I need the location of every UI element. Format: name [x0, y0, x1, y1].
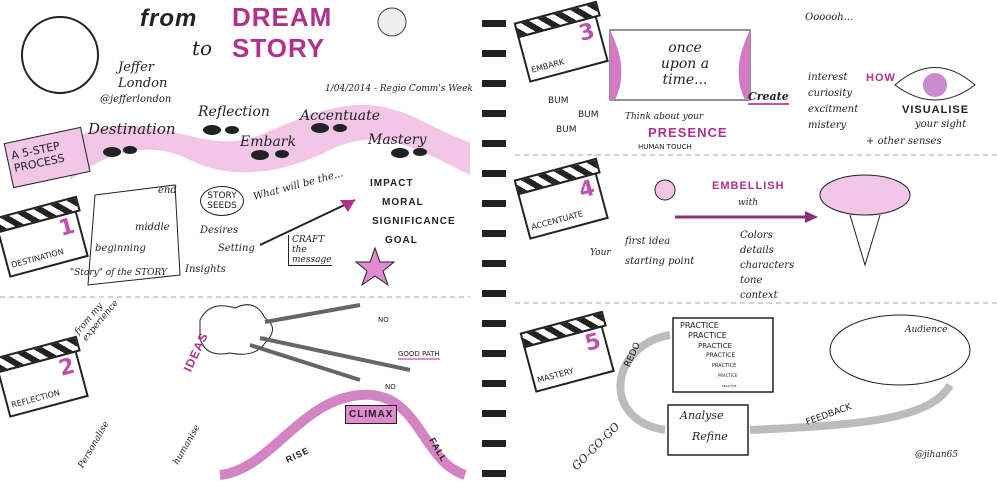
- seed-setting: Setting: [218, 243, 255, 254]
- story-seeds: STORY SEEDS: [200, 186, 244, 216]
- title-from: from: [140, 5, 198, 32]
- outcome-significance: SIGNIFICANCE: [372, 216, 456, 227]
- your: Your: [590, 248, 611, 258]
- clapper-label: MASTERY: [536, 366, 575, 385]
- visualise: VISUALISE: [902, 104, 970, 116]
- speaker-last: London: [118, 76, 168, 91]
- step-reflection: Reflection: [198, 104, 270, 120]
- good-path: GOOD PATH: [398, 350, 440, 360]
- spiral-binding: [482, 20, 506, 477]
- clapper-number: 3: [576, 18, 598, 47]
- think-about: Think about your: [625, 112, 704, 122]
- how: HOW: [866, 72, 896, 84]
- once-upon: once upon a time...: [660, 40, 710, 88]
- bouquet-icon: [819, 174, 911, 267]
- with: with: [738, 198, 758, 208]
- event-date: 1/04/2014 - Regio Comm's Week: [325, 84, 473, 94]
- refine: Refine: [692, 430, 728, 443]
- seed-insights: Insights: [185, 264, 226, 275]
- analyse-box: [667, 404, 749, 456]
- step-destination: Destination: [88, 120, 176, 138]
- create-mistery: mistery: [808, 120, 847, 131]
- create-excitment: excitment: [808, 104, 859, 115]
- speaker-first: Jeffer: [118, 60, 155, 75]
- signature: @jihan65: [915, 450, 959, 460]
- clapper-number: 4: [576, 175, 598, 204]
- no-top: NO: [378, 316, 389, 324]
- craft-message: CRAFT the message: [288, 235, 332, 266]
- item-context: context: [740, 290, 778, 301]
- title-to: to: [192, 36, 213, 60]
- climax: CLIMAX: [345, 405, 398, 424]
- paths: [249, 303, 411, 382]
- bum-3: BUM: [556, 125, 577, 135]
- process-sign: [3, 126, 91, 189]
- analyse: Analyse: [680, 409, 724, 422]
- map-middle: middle: [135, 222, 170, 233]
- presence: PRESENCE: [648, 125, 728, 140]
- clapper-number: 2: [56, 353, 78, 382]
- bum-1: BUM: [548, 96, 569, 106]
- human-touch: HUMAN TOUCH: [638, 143, 692, 151]
- create-curiosity: curiosity: [808, 88, 853, 99]
- create-interest: interest: [808, 72, 848, 83]
- map-end: end: [158, 185, 177, 196]
- oooh: Oooooh...: [805, 12, 854, 23]
- outcome-moral: MORAL: [382, 197, 424, 208]
- step-accentuate: Accentuate: [300, 108, 380, 124]
- clapper-number: 1: [56, 213, 78, 242]
- outcome-goal: GOAL: [385, 235, 418, 246]
- step-embark: Embark: [240, 134, 296, 150]
- your-sight: your sight: [915, 119, 967, 130]
- pink-road: [70, 104, 471, 180]
- step-mastery: Mastery: [368, 132, 427, 148]
- no-bottom: NO: [385, 383, 396, 391]
- first-idea: first idea: [625, 236, 671, 247]
- item-details: details: [740, 245, 774, 256]
- create: Create: [748, 90, 789, 105]
- outcome-impact: IMPACT: [370, 178, 414, 189]
- portrait: [21, 16, 99, 94]
- arrow: [259, 199, 356, 246]
- clapper-number: 5: [582, 328, 604, 357]
- map-beginning: beginning: [95, 243, 146, 254]
- climax-curve: [219, 389, 467, 480]
- starting-point: starting point: [625, 256, 695, 267]
- embellish-list: Colors details characters tone context: [740, 228, 794, 303]
- bum-2: BUM: [578, 110, 599, 120]
- footprints: [103, 123, 427, 160]
- practice-box: [672, 317, 774, 393]
- flower-icon: [654, 179, 676, 201]
- cloud: [199, 304, 273, 355]
- title-dream: DREAM: [232, 2, 333, 32]
- title-story: STORY: [232, 33, 326, 63]
- map: [87, 184, 181, 286]
- seed-desires: Desires: [200, 225, 239, 236]
- curtain-stage: [609, 29, 751, 101]
- audience: Audience: [905, 325, 948, 335]
- item-tone: tone: [740, 275, 763, 286]
- speaker-handle: @jefferlondon: [100, 94, 172, 105]
- eye-icon: [894, 67, 976, 101]
- item-characters: characters: [740, 260, 795, 271]
- star-icon: [354, 246, 396, 287]
- embellish: EMBELLISH: [712, 180, 785, 192]
- map-caption: "Story" of the STORY: [70, 268, 167, 278]
- moon: [377, 7, 407, 37]
- item-colors: Colors: [740, 230, 773, 241]
- other-senses: + other senses: [866, 136, 942, 147]
- practice-list: PRACTICE PRACTICE PRACTICE PRACTICE PRAC…: [680, 321, 738, 388]
- audience-ellipse: [829, 314, 971, 386]
- clapper-label: EMBARK: [530, 57, 566, 75]
